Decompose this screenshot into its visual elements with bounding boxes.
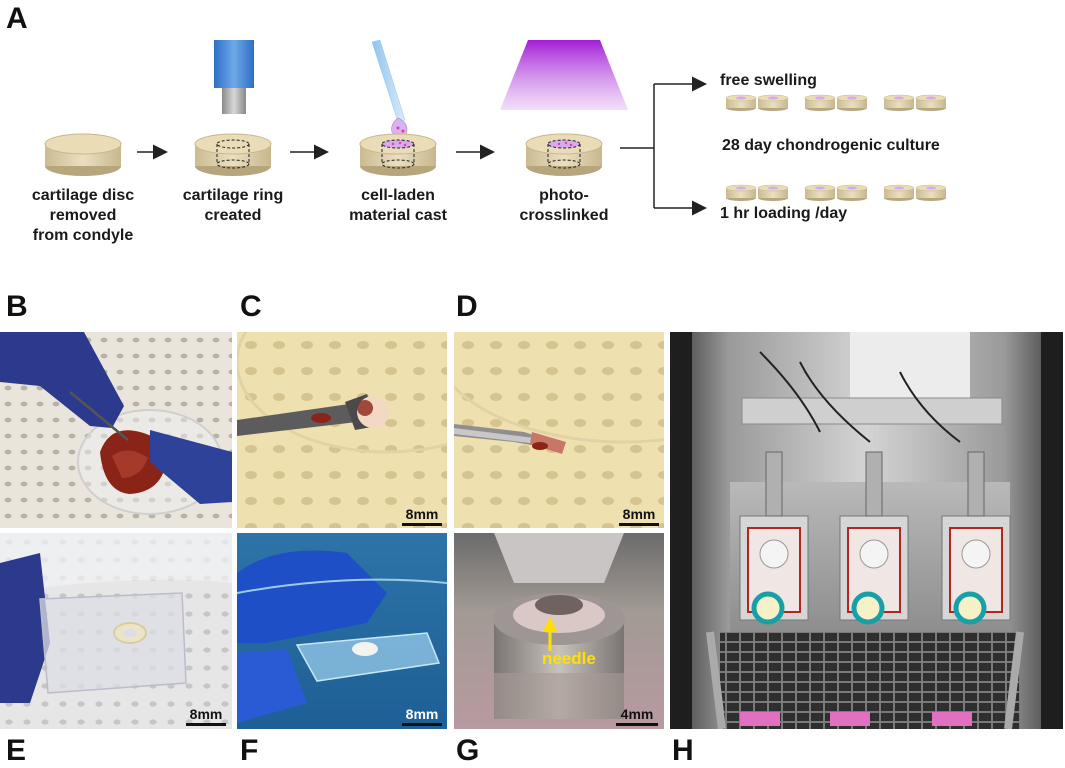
photo-e-glass-slide	[0, 533, 232, 729]
step-4-caption: photo- crosslinked	[519, 187, 609, 224]
bioreactor-chambers	[739, 451, 1011, 625]
scale-bar-d: 8mm	[619, 506, 659, 526]
needle-annotation: needle	[542, 649, 596, 668]
scale-bar-c: 8mm	[402, 506, 442, 526]
photo-c-punch-spatula	[237, 332, 447, 528]
scale-bar-e: 8mm	[186, 706, 226, 726]
branch-free-swelling-label: free swelling	[720, 72, 817, 89]
photo-f-gloved-slide	[237, 533, 447, 729]
biopsy-punch-illustration	[214, 40, 254, 114]
photo-h-bioreactor	[670, 332, 1063, 729]
panel-label-h: H	[672, 734, 694, 767]
branch-culture-label: 28 day chondrogenic culture	[722, 137, 940, 154]
uv-light-illustration	[500, 40, 628, 110]
needle-arrow-icon	[543, 617, 557, 651]
panel-label-g: G	[456, 734, 480, 767]
pipette-illustration	[371, 39, 408, 137]
panel-label-e: E	[6, 734, 27, 767]
crosslinked-ring-illustration	[525, 133, 603, 176]
free-swelling-sample-discs	[725, 94, 947, 111]
loaded-sample-discs	[725, 184, 947, 201]
photo-b-dissection	[0, 332, 232, 528]
branch-arrows	[620, 76, 707, 216]
step-2-caption: cartilage ring created	[182, 187, 284, 224]
branch-loading-label: 1 hr loading /day	[720, 205, 848, 222]
cartilage-ring-illustration	[194, 133, 272, 176]
panel-label-f: F	[240, 734, 259, 767]
scale-bar-f: 8mm	[402, 706, 442, 726]
photo-g-loading-chamber: needle	[454, 533, 664, 729]
cartilage-disc-illustration	[44, 133, 122, 176]
scale-bar-g: 4mm	[616, 706, 658, 726]
panel-label-c: C	[240, 290, 262, 323]
schematic-diagram	[44, 39, 947, 216]
cast-ring-illustration	[359, 133, 437, 176]
panel-label-a: A	[6, 2, 28, 35]
step-3-caption: cell-laden material cast	[349, 187, 447, 224]
step-1-caption: cartilage disc removed from condyle	[31, 187, 135, 244]
photo-d-forceps-ring	[454, 332, 664, 528]
panel-label-d: D	[456, 290, 478, 323]
panel-label-b: B	[6, 290, 28, 323]
